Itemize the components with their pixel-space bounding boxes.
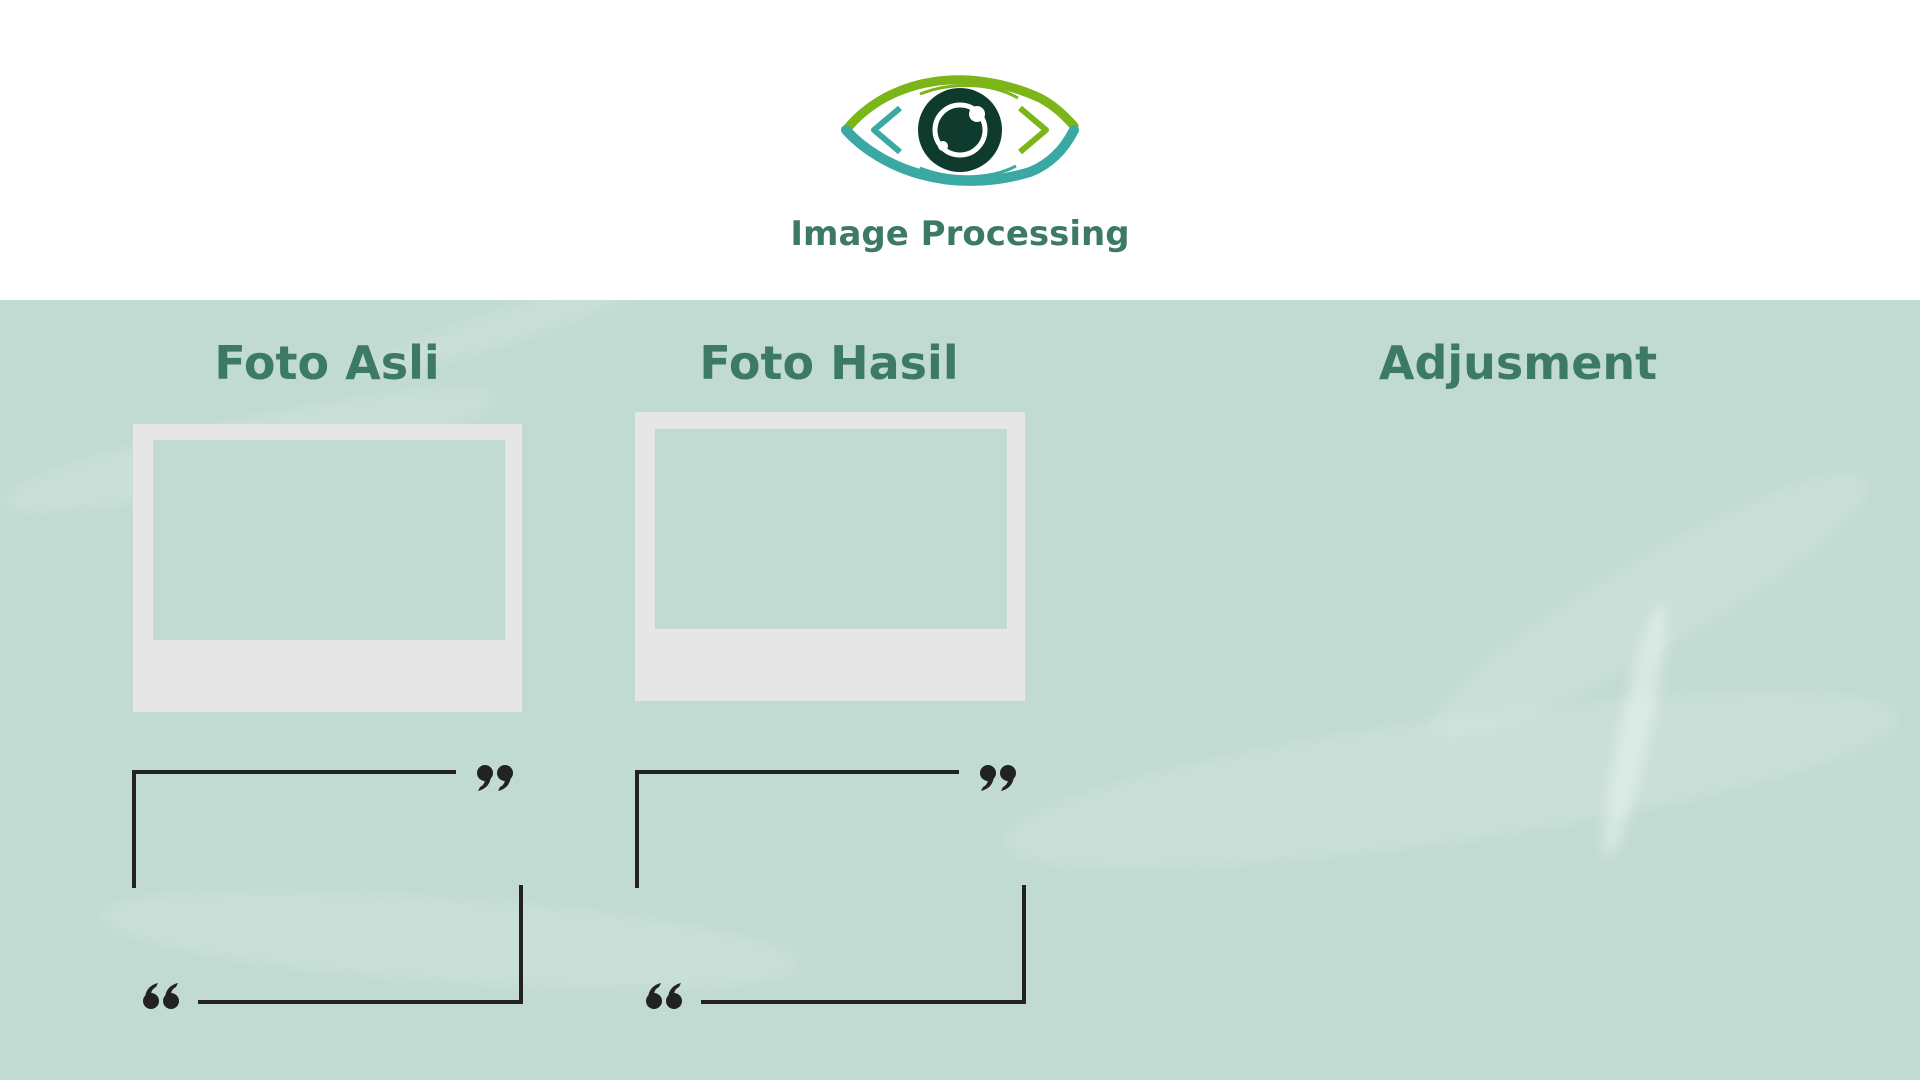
header: Image Processing: [0, 0, 1920, 300]
original-caption-box: [132, 765, 523, 1009]
original-photo-area[interactable]: [153, 440, 505, 640]
section-title-adjustment: Adjusment: [1378, 336, 1658, 390]
open-quote-icon: [646, 983, 682, 1009]
result-caption-box: [635, 765, 1026, 1009]
open-quote-icon: [143, 983, 179, 1009]
close-quote-icon: [980, 765, 1016, 791]
result-photo-frame: [635, 412, 1025, 701]
result-photo-area[interactable]: [655, 429, 1007, 629]
section-title-result: Foto Hasil: [699, 336, 959, 390]
adjustment-panel: [1150, 410, 1850, 1050]
close-quote-icon: [477, 765, 513, 791]
main-panel: Foto Asli Foto Hasil Adjusment: [0, 300, 1920, 1080]
app-title: Image Processing: [790, 214, 1130, 254]
section-title-original: Foto Asli: [214, 336, 440, 390]
eye-icon: [841, 75, 1079, 186]
original-photo-frame: [133, 424, 522, 712]
